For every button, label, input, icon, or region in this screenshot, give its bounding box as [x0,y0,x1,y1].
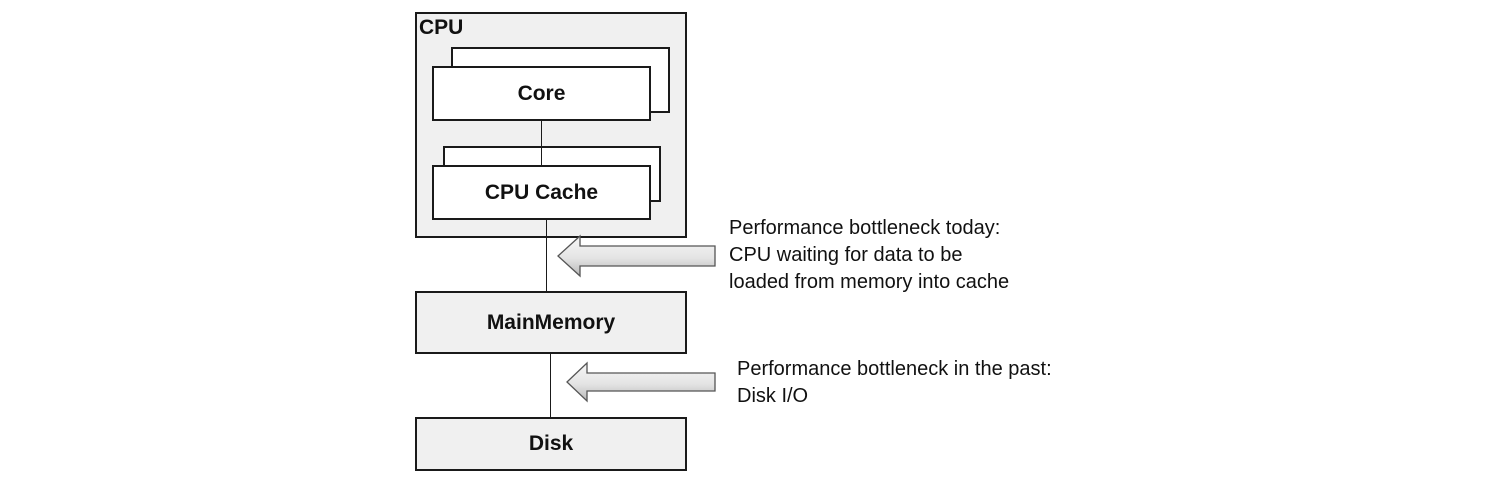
disk-label: Disk [528,432,574,455]
main-memory-box: MainMemory [415,291,687,354]
bottleneck-today-annotation: Performance bottleneck today: CPU waitin… [729,215,1009,296]
main-memory-label: MainMemory [486,310,616,334]
annotation-line: CPU waiting for data to be [729,244,963,266]
left-arrow-icon [566,361,716,403]
left-arrow-icon [557,234,716,278]
cpu-cache-box: CPU Cache [432,165,651,220]
core-box: Core [432,66,651,121]
cpu-label: CPU [419,16,464,39]
cpu-cache-label: CPU Cache [484,180,599,204]
core-cache-connector [541,121,542,165]
annotation-line: loaded from memory into cache [729,271,1010,293]
annotation-line: Performance bottleneck today: [729,217,1001,239]
annotation-line: Disk I/O [737,385,809,407]
disk-box: Disk [415,417,687,471]
bottleneck-past-annotation: Performance bottleneck in the past: Disk… [737,356,1052,410]
memory-disk-connector [550,354,551,417]
cache-memory-connector [546,220,547,291]
annotation-line: Performance bottleneck in the past: [737,358,1052,380]
core-label: Core [517,81,566,105]
